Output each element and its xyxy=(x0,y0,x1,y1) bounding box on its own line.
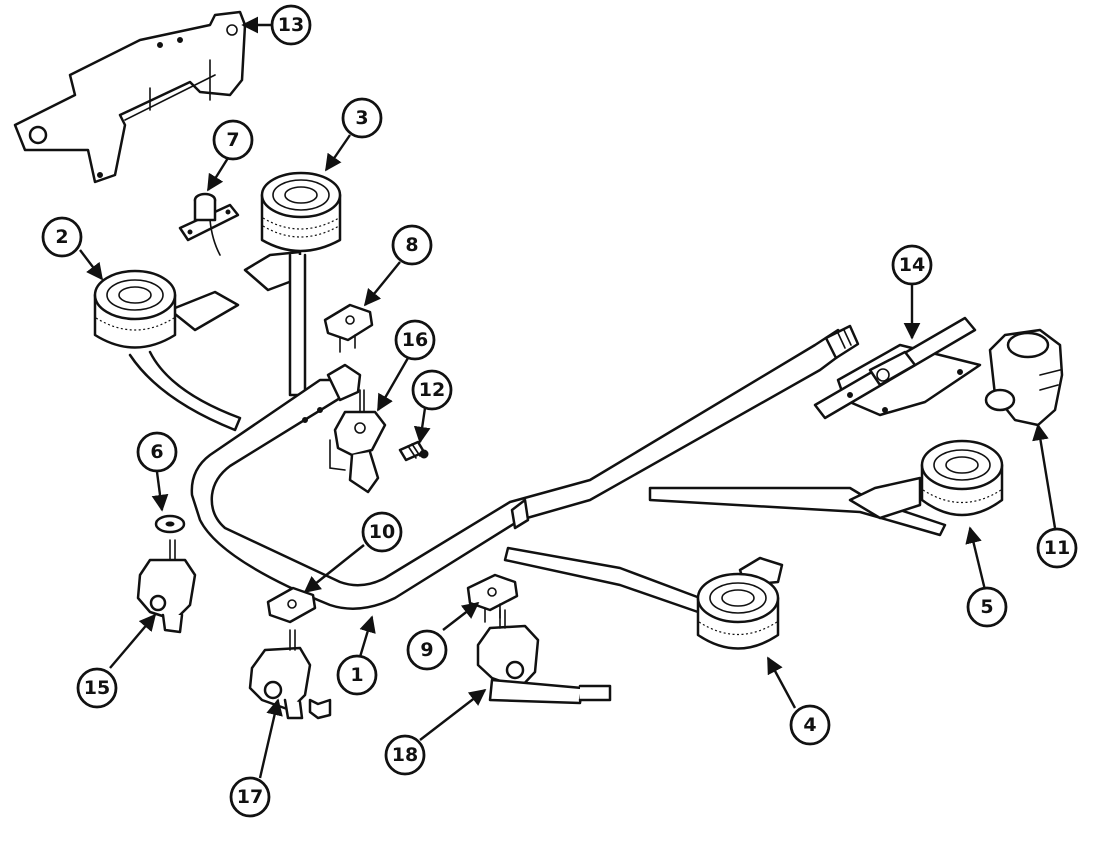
leader-16 xyxy=(376,357,410,412)
gas-pressure-regulator xyxy=(984,328,1064,427)
igniter-bracket xyxy=(178,192,240,256)
callout-label: 16 xyxy=(402,329,428,351)
callout-label: 10 xyxy=(369,521,395,543)
leader-1 xyxy=(358,615,376,658)
valve-clip-front-left xyxy=(266,586,317,624)
callout-label: 17 xyxy=(237,786,263,808)
orifice-bracket-assembly xyxy=(813,316,982,420)
callout-label: 2 xyxy=(55,226,68,248)
leader-12 xyxy=(413,407,431,444)
callout-label: 18 xyxy=(392,744,418,766)
burner-valve-rear xyxy=(329,389,387,494)
callout-5: 5 xyxy=(966,586,1008,628)
leader-4 xyxy=(766,656,797,709)
callout-10: 10 xyxy=(361,511,403,553)
callout-label: 5 xyxy=(980,596,993,618)
callout-label: 1 xyxy=(350,664,363,686)
left-front-burner xyxy=(93,269,242,432)
leader-5 xyxy=(965,526,987,591)
callout-7: 7 xyxy=(212,119,254,161)
callout-2: 2 xyxy=(41,216,83,258)
right-rear-burner xyxy=(648,439,1004,537)
leader-6 xyxy=(151,471,169,512)
valve-clip-rear xyxy=(323,303,374,353)
leader-lines xyxy=(79,16,1057,779)
leader-9 xyxy=(442,601,480,631)
leader-17 xyxy=(258,698,283,779)
callout-16: 16 xyxy=(394,319,436,361)
rear-left-burner xyxy=(243,171,342,397)
callout-label: 11 xyxy=(1044,537,1070,559)
callout-9: 9 xyxy=(406,629,448,671)
leader-11 xyxy=(1032,423,1057,529)
callout-15: 15 xyxy=(76,667,118,709)
burner-valve-front-right xyxy=(476,609,612,705)
callout-label: 9 xyxy=(420,639,433,661)
callout-6: 6 xyxy=(136,431,178,473)
callout-label: 4 xyxy=(803,714,816,736)
valve-seal-washer xyxy=(154,514,186,534)
burner-support-bracket xyxy=(13,10,247,184)
callout-12: 12 xyxy=(411,369,453,411)
leader-10 xyxy=(303,544,365,594)
callout-label: 14 xyxy=(899,254,925,276)
callout-13: 13 xyxy=(270,4,312,46)
callout-label: 8 xyxy=(405,234,418,256)
leader-2 xyxy=(79,249,104,281)
callout-17: 17 xyxy=(229,776,271,818)
callout-label: 7 xyxy=(226,129,239,151)
gas-manifold-pipe xyxy=(190,324,860,610)
leader-7 xyxy=(206,157,230,192)
right-front-burner xyxy=(503,546,784,650)
callout-label: 12 xyxy=(419,379,445,401)
callout-11: 11 xyxy=(1036,527,1078,569)
leader-8 xyxy=(363,261,401,307)
mounting-screw xyxy=(398,440,429,462)
callout-label: 15 xyxy=(84,677,110,699)
callout-14: 14 xyxy=(891,244,933,286)
callout-8: 8 xyxy=(391,224,433,266)
burner-valve-front-left xyxy=(248,629,332,720)
leader-18 xyxy=(419,688,487,741)
callout-label: 13 xyxy=(278,14,304,36)
callout-18: 18 xyxy=(384,734,426,776)
leader-3 xyxy=(325,134,351,172)
callout-1: 1 xyxy=(336,654,378,696)
burner-valve-left xyxy=(136,539,197,634)
callout-label: 3 xyxy=(355,107,368,129)
callout-label: 6 xyxy=(150,441,163,463)
callout-3: 3 xyxy=(341,97,383,139)
valve-clip-front-right xyxy=(466,573,519,623)
leader-15 xyxy=(109,613,157,669)
callout-4: 4 xyxy=(789,704,831,746)
